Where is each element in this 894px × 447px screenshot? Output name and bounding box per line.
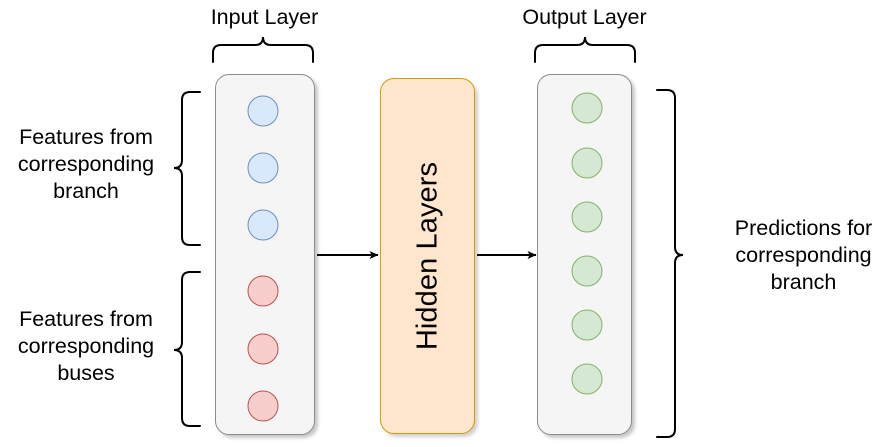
output-layer-box — [537, 74, 632, 435]
input-layer-title: Input Layer — [210, 5, 319, 29]
branch-features-brace — [173, 91, 201, 246]
input-node-branch-1 — [247, 95, 279, 127]
input-layer-box — [215, 74, 315, 435]
output-node-4 — [571, 255, 603, 287]
output-layer-top-brace — [534, 36, 636, 63]
output-node-3 — [571, 201, 603, 233]
input-node-bus-3 — [247, 390, 279, 422]
output-node-5 — [571, 309, 603, 341]
output-node-2 — [571, 147, 603, 179]
input-layer-top-brace — [212, 36, 314, 63]
predictions-brace — [656, 89, 684, 438]
input-node-branch-3 — [247, 209, 279, 241]
hidden-layers-box: Hidden Layers — [380, 78, 475, 434]
output-node-6 — [571, 363, 603, 395]
output-layer-title: Output Layer — [522, 5, 647, 29]
input-node-branch-2 — [247, 152, 279, 184]
buses-features-label: Features from corresponding buses — [17, 307, 155, 385]
buses-features-brace — [173, 271, 201, 427]
predictions-label: Predictions for corresponding branch — [734, 216, 873, 294]
input-node-bus-2 — [247, 333, 279, 365]
output-node-1 — [571, 92, 603, 124]
branch-features-label: Features from corresponding branch — [17, 125, 155, 203]
input-node-bus-1 — [247, 275, 279, 307]
